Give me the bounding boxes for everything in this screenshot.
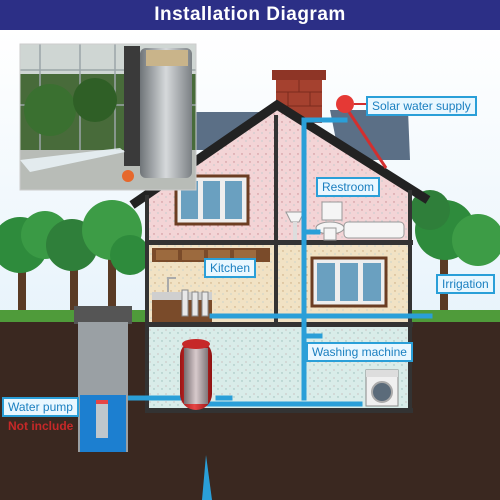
- washing-machine-label: Washing machine: [306, 342, 413, 362]
- kitchen-label: Kitchen: [204, 258, 257, 278]
- pressure-tank-icon: [180, 339, 212, 410]
- diagram-title: Installation Diagram: [154, 4, 346, 25]
- solar-water-supply-label: Solar water supply: [366, 96, 477, 116]
- kitchen-fixtures: [152, 248, 270, 322]
- washing-machine-icon: [365, 369, 399, 407]
- water-stream-icon: [202, 455, 212, 500]
- well: [74, 306, 132, 452]
- restroom-fixtures: [285, 201, 405, 241]
- house: [129, 70, 431, 413]
- irrigation-label: Irrigation: [436, 274, 495, 294]
- diagram-title-banner: Installation Diagram: [0, 0, 500, 30]
- middle-window: [310, 256, 388, 308]
- solar-connection: [336, 95, 388, 169]
- product-photo: [19, 43, 197, 191]
- not-included-note: Not include: [8, 419, 74, 433]
- water-pump-label: Water pump: [2, 397, 79, 417]
- restroom-label: Restroom: [316, 177, 381, 197]
